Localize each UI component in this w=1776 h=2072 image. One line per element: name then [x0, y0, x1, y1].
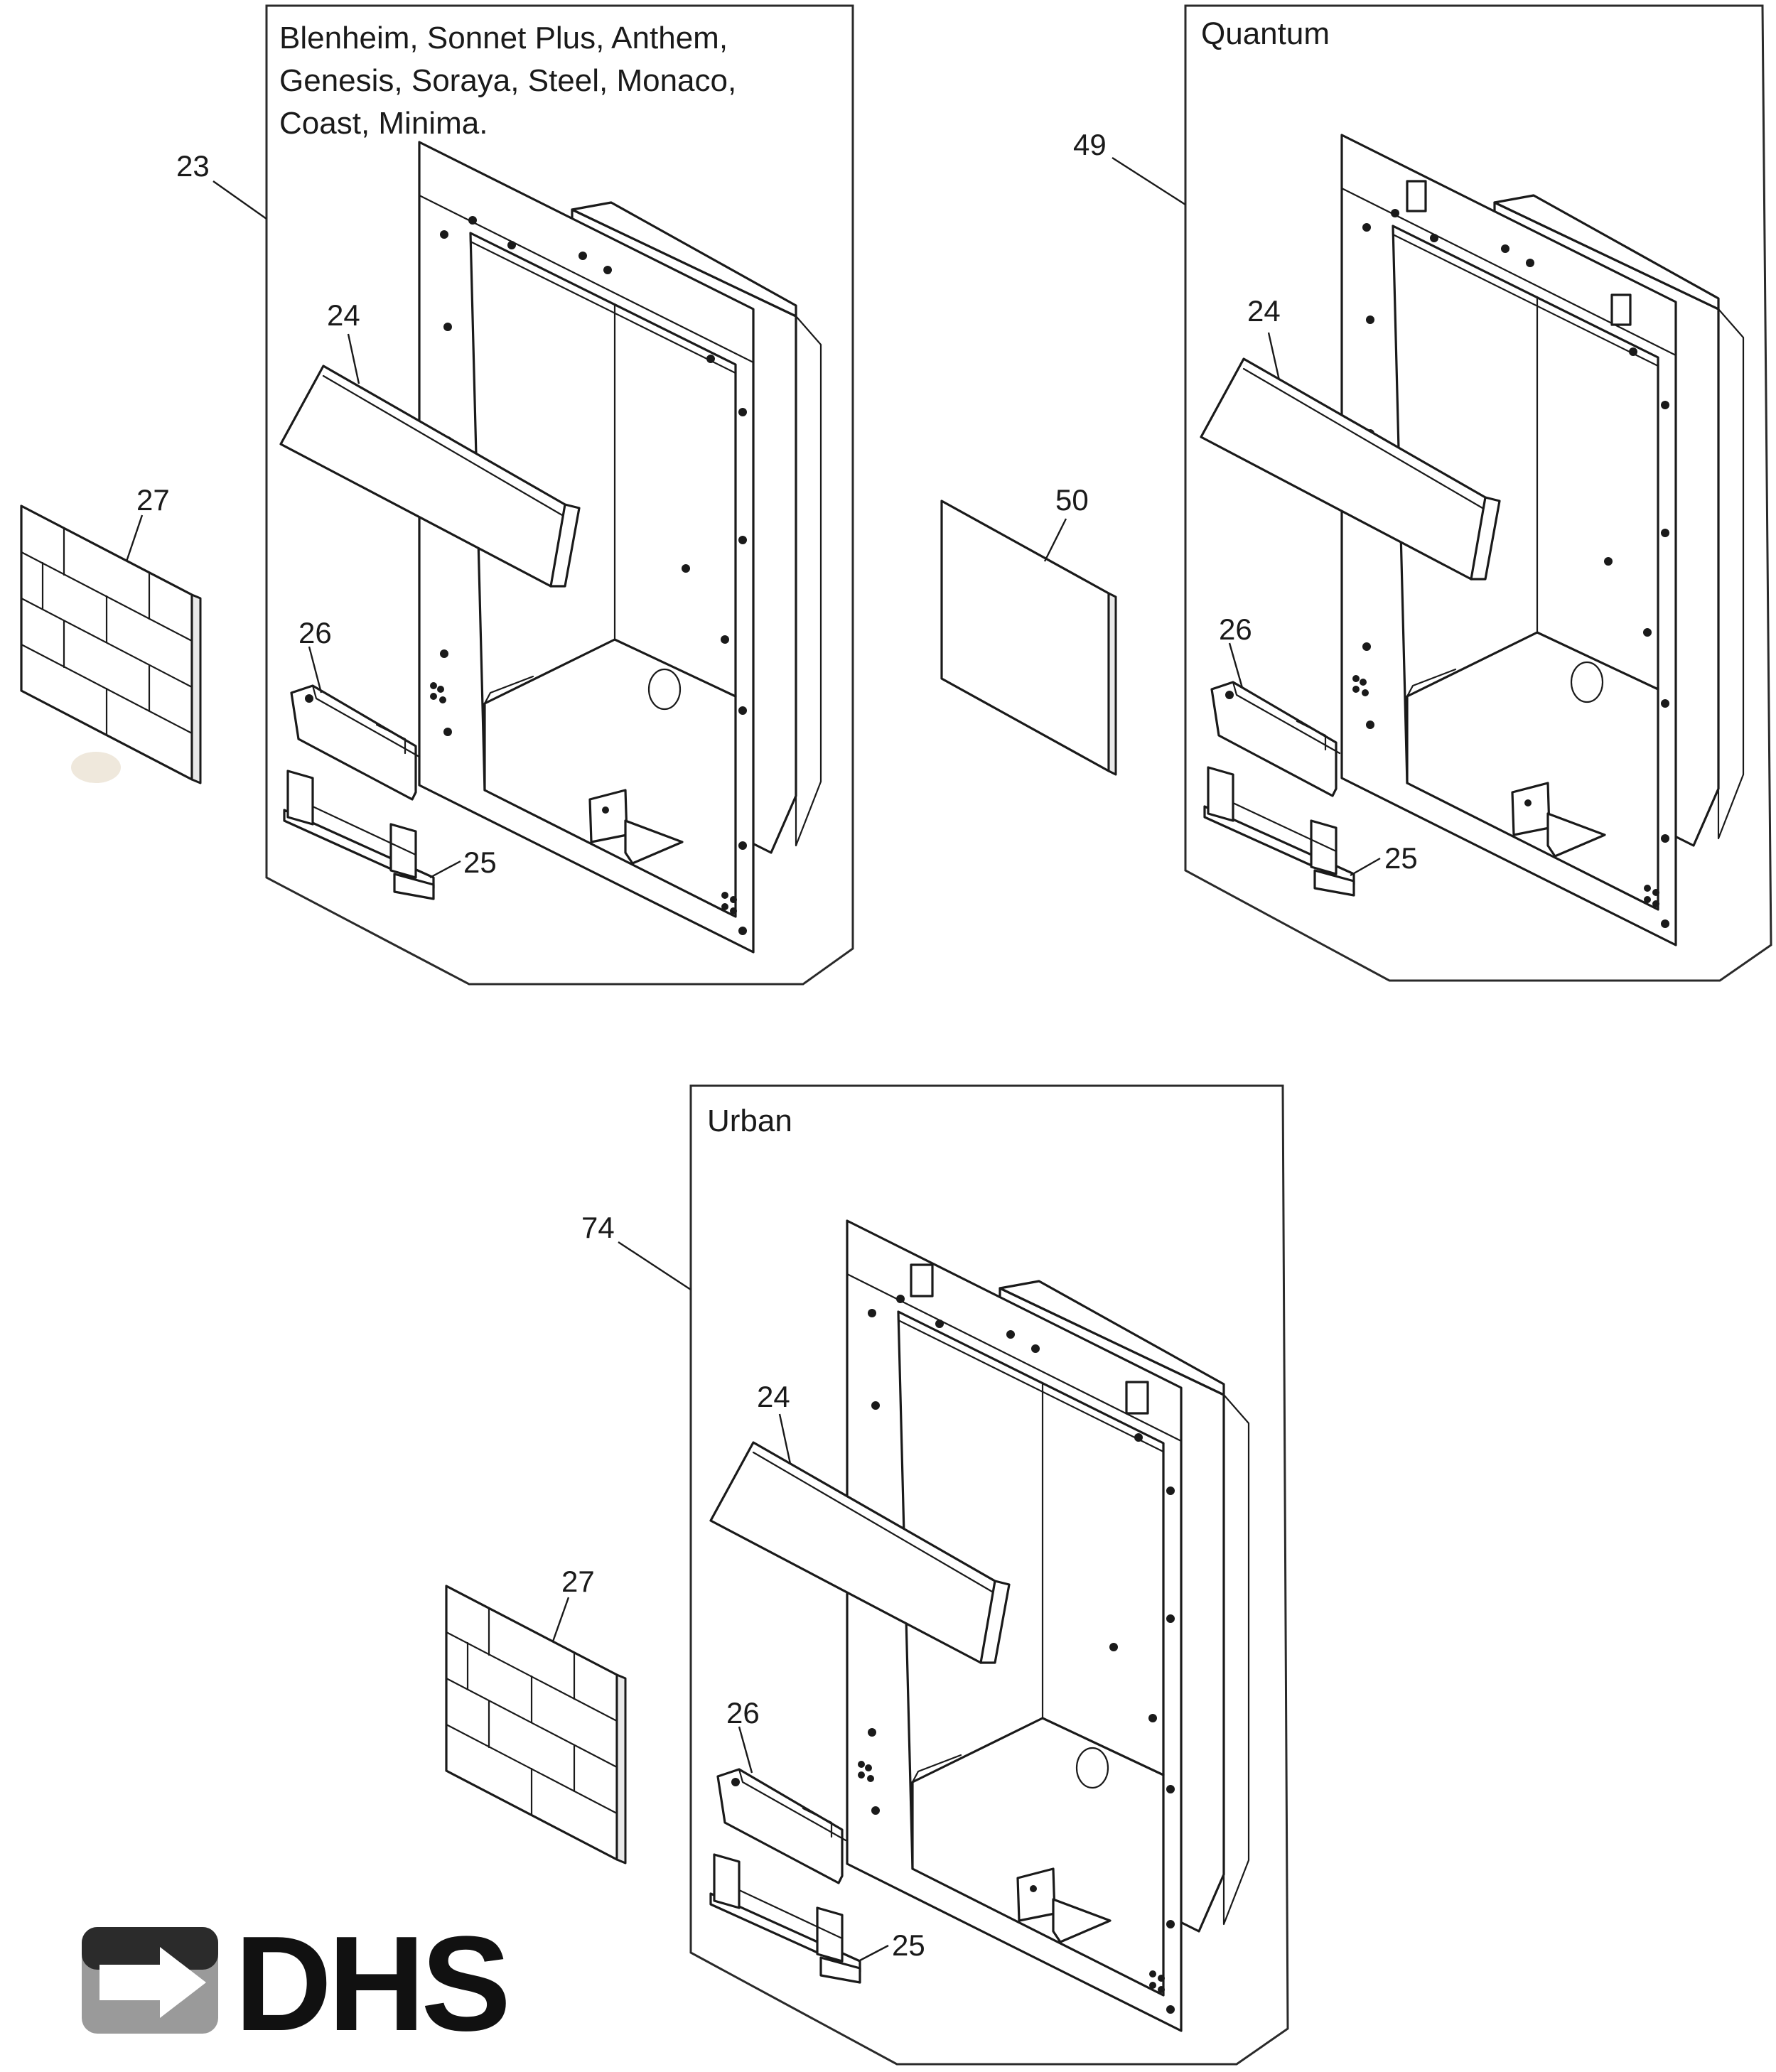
panel-bottom-outline — [689, 1084, 1289, 2066]
panel-left-title-line-1: Blenheim, Sonnet Plus, Anthem, — [279, 21, 728, 55]
panel-bottom: Urban 74 24 26 25 — [581, 1084, 1289, 2066]
panel-left-title-line-3: Coast, Minima. — [279, 106, 488, 141]
panel-left-outline — [265, 4, 854, 986]
firebox-urban — [846, 1219, 1250, 2032]
brick-liner-bottom — [445, 1585, 627, 1865]
panel-left: Blenheim, Sonnet Plus, Anthem, Genesis, … — [176, 4, 854, 986]
brick-panel-bottom: 27 — [445, 1565, 627, 1865]
panel-bottom-title: Urban — [707, 1104, 792, 1138]
hinge-clips-right — [1406, 180, 1632, 326]
arrow-right-icon — [99, 1947, 206, 2018]
callout-27-bottom: 27 — [561, 1565, 595, 1598]
brick-panel-top: 27 — [20, 483, 202, 784]
callout-26-bottom: 26 — [726, 1696, 760, 1730]
panel-right-title: Quantum — [1201, 16, 1330, 51]
panel-left-title-line-2: Genesis, Soraya, Steel, Monaco, — [279, 63, 736, 98]
panel-right: Quantum 49 24 26 25 — [1073, 4, 1772, 982]
logo-text: DHS — [235, 1909, 507, 2059]
callout-27-top: 27 — [136, 483, 170, 517]
paper-mark — [71, 752, 121, 783]
callout-25-right: 25 — [1384, 841, 1418, 875]
callout-24-bottom: 24 — [757, 1380, 790, 1413]
callout-25-bottom: 25 — [892, 1928, 925, 1962]
callout-24-left: 24 — [327, 298, 360, 332]
callout-26-left: 26 — [298, 616, 332, 649]
callout-26-right: 26 — [1219, 613, 1252, 646]
callout-49: 49 — [1073, 128, 1107, 161]
callout-50: 50 — [1055, 483, 1089, 517]
brick-liner — [20, 504, 202, 784]
glass-panel: 50 — [940, 483, 1117, 776]
dhs-logo: DHS — [82, 1909, 511, 2059]
callout-24-right: 24 — [1247, 294, 1281, 328]
callout-25-left: 25 — [463, 846, 497, 879]
callout-74: 74 — [581, 1211, 615, 1244]
hinge-clips-bottom — [910, 1263, 1149, 1415]
callout-23: 23 — [176, 149, 210, 183]
panel-right-outline — [1184, 4, 1772, 982]
